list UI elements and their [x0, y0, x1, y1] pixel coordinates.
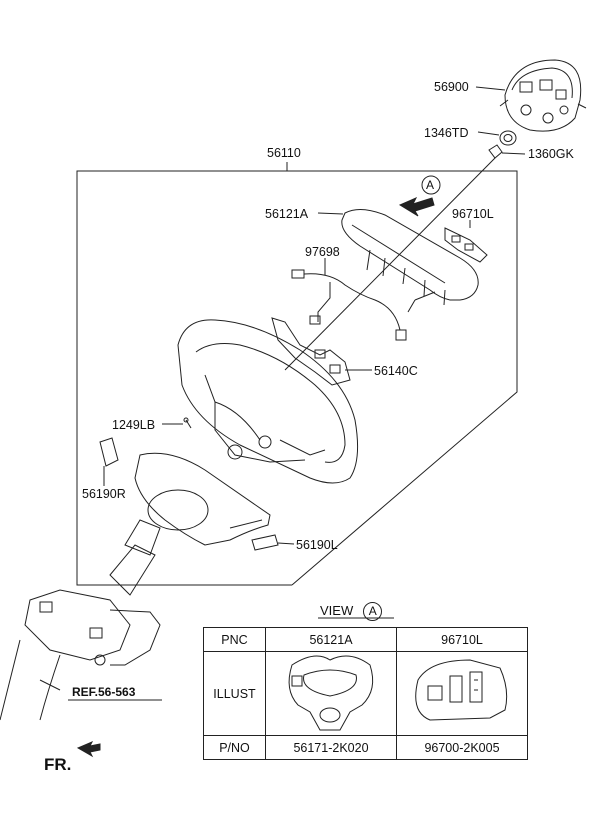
callout-1360GK: 1360GK: [528, 147, 574, 161]
table-cell: 96700-2K005: [396, 735, 528, 760]
view-title: VIEW A: [320, 602, 383, 621]
callout-56900: 56900: [434, 80, 469, 94]
table-header-cell: P/NO: [203, 735, 266, 760]
view-marker-a: A: [426, 178, 435, 192]
switch-96710L: [444, 227, 488, 263]
cover-piece-56190L: [251, 534, 279, 551]
view-letter: A: [363, 602, 383, 621]
callout-97698: 97698: [305, 245, 340, 259]
assembly-outline: [76, 170, 518, 586]
table-cell: 96710L: [396, 627, 528, 652]
table-row: ILLUST: [203, 651, 528, 736]
callout-56110: 56110: [267, 146, 301, 160]
callout-1249LB: 1249LB: [112, 418, 156, 432]
view-a-arrow: [398, 175, 441, 217]
callout-1346TD: 1346TD: [424, 126, 469, 140]
cover-piece-56190R: [99, 437, 119, 467]
callout-56190L: 56190L: [296, 538, 338, 552]
steering-wheel-body: [177, 319, 359, 484]
table-row: P/NO 56171-2K020 96700-2K005: [203, 735, 528, 760]
table-header-cell: PNC: [203, 627, 266, 652]
airbag-module-56900: [499, 59, 587, 132]
clip-1360GK: [488, 144, 503, 159]
lower-cover: [134, 452, 271, 546]
view-title-text: VIEW: [320, 603, 354, 618]
callout-56140C: 56140C: [374, 364, 418, 378]
view-a-table: PNC 56121A 96710L ILLUST P/NO 56171-2K02…: [203, 627, 528, 760]
table-header-cell: ILLUST: [203, 651, 266, 736]
front-arrow-icon: [76, 741, 101, 758]
screw-1249LB: [183, 417, 192, 429]
steering-column: [0, 519, 161, 721]
table-cell: [265, 651, 397, 736]
wiring-97698: [291, 269, 407, 341]
cover-56121A: [341, 209, 479, 313]
table-cell: 56171-2K020: [265, 735, 397, 760]
switch-56140C: [271, 317, 351, 386]
callout-96710L: 96710L: [452, 207, 494, 221]
callout-56190R: 56190R: [82, 487, 126, 501]
table-row: PNC 56121A 96710L: [203, 627, 528, 652]
reference-label: REF.56-563: [72, 685, 136, 699]
nut-1346TD: [499, 130, 517, 146]
front-label: FR.: [44, 755, 72, 774]
table-cell: 56121A: [265, 627, 397, 652]
callout-56121A: 56121A: [265, 207, 309, 221]
table-cell: [396, 651, 528, 736]
